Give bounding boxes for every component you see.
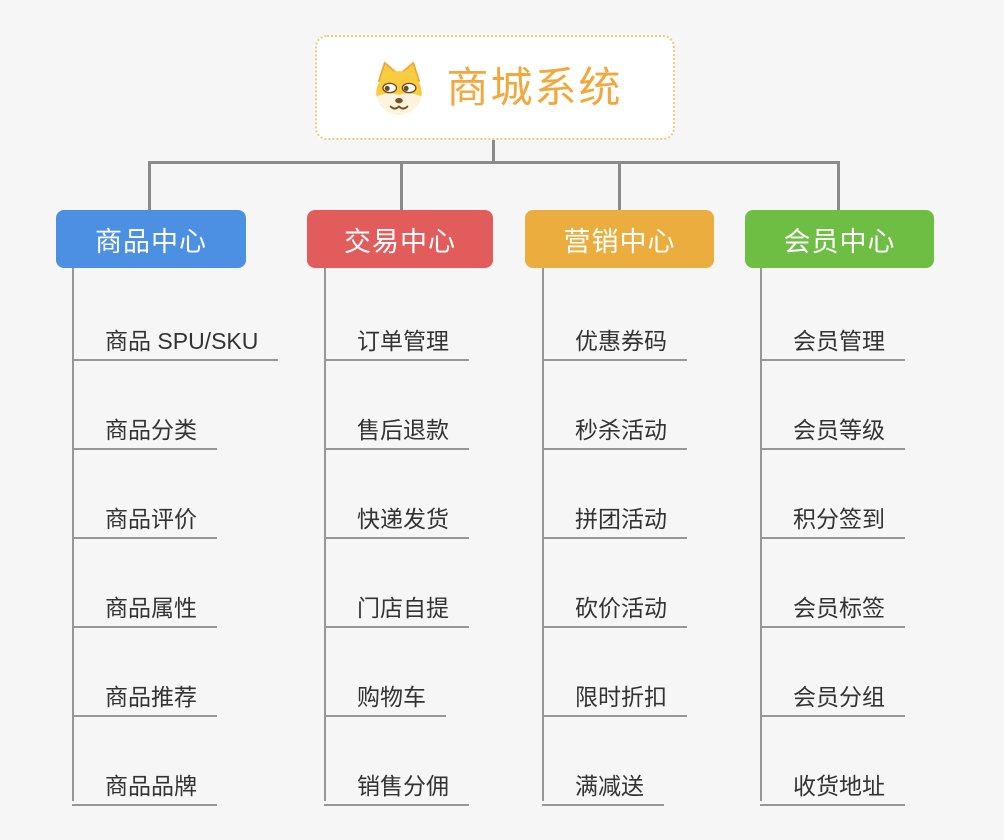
- root-title: 商城系统: [446, 63, 623, 111]
- leaf-item[interactable]: 商品推荐: [72, 668, 217, 717]
- leaf-item[interactable]: 销售分佣: [324, 757, 469, 806]
- branch-member-center[interactable]: 会员中心: [745, 210, 934, 268]
- dog-face-icon: [367, 58, 431, 118]
- leaf-item[interactable]: 会员管理: [760, 312, 905, 361]
- leaf-item[interactable]: 商品 SPU/SKU: [72, 312, 279, 361]
- branch-product-center[interactable]: 商品中心: [56, 210, 246, 268]
- leaf-item[interactable]: 优惠券码: [542, 312, 687, 361]
- leaf-item[interactable]: 售后退款: [324, 401, 469, 450]
- trunk-branch3: [760, 268, 762, 801]
- connector-drop-branch0: [148, 161, 151, 210]
- root-node[interactable]: 商城系统: [315, 35, 675, 140]
- leaf-item[interactable]: 会员标签: [760, 579, 905, 628]
- trunk-branch0: [72, 268, 74, 801]
- leaf-item[interactable]: 限时折扣: [542, 668, 687, 717]
- leaf-item[interactable]: 砍价活动: [542, 579, 687, 628]
- connector-root-stub: [492, 139, 495, 164]
- leaf-item[interactable]: 拼团活动: [542, 490, 687, 539]
- leaf-item[interactable]: 门店自提: [324, 579, 469, 628]
- leaf-item[interactable]: 商品属性: [72, 579, 217, 628]
- leaf-item[interactable]: 收货地址: [760, 757, 905, 806]
- leaf-item[interactable]: 会员分组: [760, 668, 905, 717]
- leaf-item[interactable]: 商品分类: [72, 401, 217, 450]
- connector-drop-branch2: [618, 161, 621, 210]
- leaf-item[interactable]: 快递发货: [324, 490, 469, 539]
- branch-marketing-center[interactable]: 营销中心: [525, 210, 714, 268]
- leaf-item[interactable]: 订单管理: [324, 312, 469, 361]
- branch-trade-center[interactable]: 交易中心: [307, 210, 493, 268]
- leaf-item[interactable]: 会员等级: [760, 401, 905, 450]
- connector-drop-branch3: [837, 161, 840, 210]
- leaf-item[interactable]: 秒杀活动: [542, 401, 687, 450]
- leaf-item[interactable]: 商品评价: [72, 490, 217, 539]
- leaf-item[interactable]: 商品品牌: [72, 757, 217, 806]
- connector-rail: [148, 161, 840, 164]
- leaf-item[interactable]: 积分签到: [760, 490, 905, 539]
- connector-drop-branch1: [400, 161, 403, 210]
- trunk-branch2: [542, 268, 544, 801]
- trunk-branch1: [324, 268, 326, 801]
- leaf-item[interactable]: 购物车: [324, 668, 446, 717]
- leaf-item[interactable]: 满减送: [542, 757, 664, 806]
